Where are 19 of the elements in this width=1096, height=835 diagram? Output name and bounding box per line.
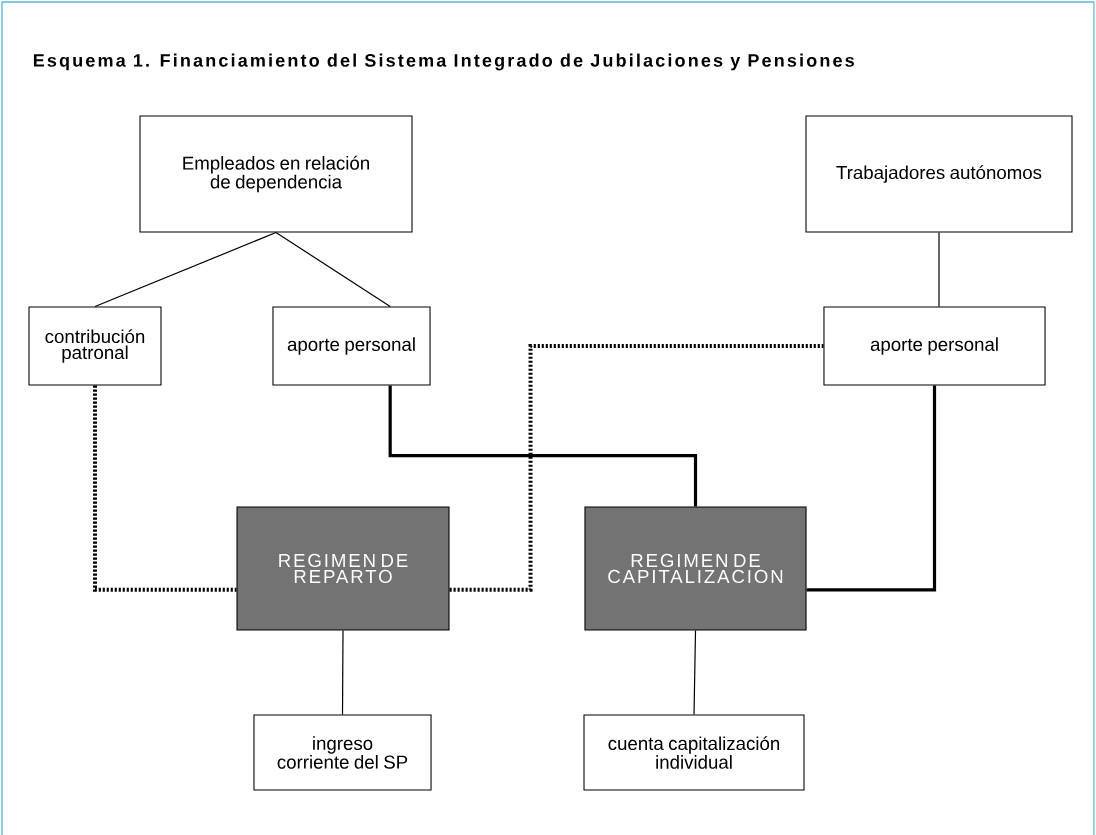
connector-line: [388, 385, 698, 507]
regime-box: REGIMEN DE CAPITALIZACION: [584, 506, 807, 631]
connector-line: [806, 385, 937, 592]
process-box: Empleados en relación de dependencia: [139, 115, 413, 233]
connector-line: [93, 385, 237, 592]
title: Esquema 1. Financiamiento del Sistema Integrado de Jubilaciones y Pensiones: [33, 53, 854, 71]
connector-line: [938, 231, 940, 308]
regime-box: REGIMEN DE REPARTO: [236, 506, 450, 631]
process-box: ingreso corriente del SP: [253, 714, 432, 791]
process-box: Trabajadores autónomos: [805, 115, 1073, 233]
process-box: aporte personal: [272, 306, 431, 386]
connector-line: [449, 344, 824, 592]
process-box: contribución patronal: [28, 306, 162, 386]
process-box: cuenta capitalización individual: [583, 714, 805, 791]
connector-line: [275, 231, 391, 308]
connector-line: [94, 231, 277, 308]
connector-line: [693, 629, 697, 716]
connector-line: [341, 629, 344, 716]
process-box: aporte personal: [823, 306, 1046, 386]
